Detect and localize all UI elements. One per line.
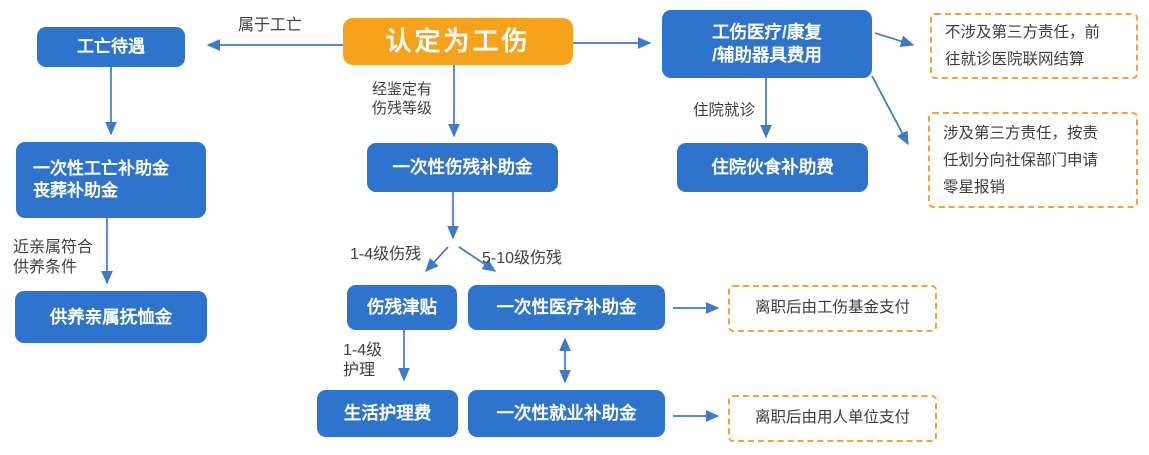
label-hospitalized-treatment: 住院就诊 <box>693 102 756 119</box>
note-third-party-reimbursement-text: 涉及第三方责任，按责 任划分向社保部门申请 零星报销 <box>943 124 1099 196</box>
node-onetime-medical-subsidy-label: 一次性医疗补助金 <box>496 297 637 318</box>
arrow-to-no-third-party-note <box>874 32 915 47</box>
label-close-relatives-eligible: 近亲属符合 供养条件 <box>13 239 94 276</box>
label-assessed-disability-grade: 经鉴定有 伤残等级 <box>372 81 433 117</box>
node-life-care-fee: 生活护理费 <box>317 390 458 437</box>
note-fund-pays-after-leaving-text: 离职后由工伤基金支付 <box>754 299 910 317</box>
note-employer-pays-after-leaving: 离职后由用人单位支付 <box>728 395 937 442</box>
node-disability-allowance: 伤残津贴 <box>347 285 457 330</box>
label-belongs-work-death: 属于工亡 <box>238 17 303 34</box>
node-recognized-work-injury-label: 认定为工伤 <box>385 25 531 56</box>
node-hospital-meal-subsidy-label: 住院伙食补助费 <box>711 157 834 178</box>
arrow-split-to-disability-allowance <box>425 246 449 273</box>
label-grade-5-10-disability: 5-10级伤残 <box>482 250 563 267</box>
note-third-party-reimbursement: 涉及第三方责任，按责 任划分向社保部门申请 零星报销 <box>928 112 1138 208</box>
node-dependent-relative-pension: 供养亲属抚恤金 <box>15 291 207 343</box>
node-dependent-relative-pension-label: 供养亲属抚恤金 <box>49 306 173 327</box>
arrow-to-third-party-note <box>871 75 909 146</box>
node-medical-rehab-appliance-cost: 工伤医疗/康复 /辅助器具费用 <box>662 10 872 78</box>
node-onetime-employment-subsidy-label: 一次性就业补助金 <box>496 403 637 424</box>
node-medical-rehab-appliance-cost-label: 工伤医疗/康复 /辅助器具费用 <box>712 22 822 65</box>
node-onetime-disability-subsidy: 一次性伤残补助金 <box>367 143 558 192</box>
note-fund-pays-after-leaving: 离职后由工伤基金支付 <box>728 285 937 332</box>
node-onetime-medical-subsidy: 一次性医疗补助金 <box>468 285 665 330</box>
label-grade-1-4-care: 1-4级 护理 <box>343 342 383 379</box>
node-disability-allowance-label: 伤残津贴 <box>367 297 437 318</box>
node-onetime-death-funeral-subsidy-label: 一次性工亡补助金 丧葬补助金 <box>33 159 169 200</box>
node-hospital-meal-subsidy: 住院伙食补助费 <box>677 143 868 192</box>
label-grade-1-4-disability: 1-4级伤残 <box>350 246 422 263</box>
node-life-care-fee-label: 生活护理费 <box>343 403 432 424</box>
node-work-death-benefits-label: 工亡待遇 <box>77 36 145 56</box>
note-employer-pays-after-leaving-text: 离职后由用人单位支付 <box>754 409 910 427</box>
note-no-third-party-settlement-text: 不涉及第三方责任，前 往就诊医院联网结算 <box>945 24 1101 68</box>
node-onetime-disability-subsidy-label: 一次性伤残补助金 <box>392 157 533 178</box>
node-onetime-employment-subsidy: 一次性就业补助金 <box>468 390 665 437</box>
note-no-third-party-settlement: 不涉及第三方责任，前 往就诊医院联网结算 <box>930 13 1138 79</box>
node-work-death-benefits: 工亡待遇 <box>37 27 185 67</box>
node-recognized-work-injury: 认定为工伤 <box>343 18 573 65</box>
node-onetime-death-funeral-subsidy: 一次性工亡补助金 丧葬补助金 <box>16 142 206 218</box>
